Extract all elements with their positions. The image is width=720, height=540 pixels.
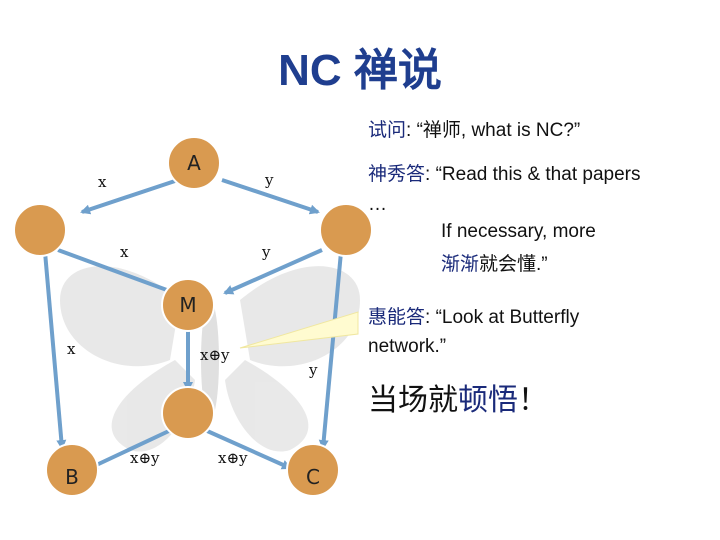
edge-label-left-down: x [67, 340, 76, 358]
edge-down-b [88, 428, 172, 470]
final-text-a: 当场就 [368, 384, 458, 417]
question-text: “禅师, what is NC?” [416, 120, 581, 141]
edge-label-xy-center: x⊕y [200, 346, 230, 364]
huineng-text-1: “Look at Butterfly [435, 307, 580, 328]
node-b-label: B [65, 465, 79, 489]
shenxiu-line-3: If necessary, more [441, 221, 596, 242]
edge-label-mid-right: y [261, 243, 271, 261]
edge-label-xy-b: x⊕y [130, 449, 160, 467]
edge-label-mid-left: x [120, 243, 129, 261]
shenxiu-speaker: 神秀答 [368, 164, 426, 185]
node-m [161, 278, 215, 332]
edge-label-a-right: y [264, 171, 274, 189]
shenxiu-text-1: “Read this & that papers [435, 164, 641, 185]
edge-left-b [43, 251, 67, 450]
edge-a-left [80, 178, 179, 215]
node-right [319, 203, 373, 257]
question-line: 试问: “禅师, what is NC?” [368, 120, 581, 141]
shenxiu-gradual: 渐渐 [441, 254, 480, 275]
final-exclamation: ！ [518, 384, 548, 417]
callout-pointer [239, 311, 359, 349]
butterfly-watermark [60, 266, 360, 452]
huineng-line-2: network.” [368, 336, 447, 357]
node-a-label: A [187, 151, 201, 175]
node-b [45, 443, 99, 497]
node-m-label: M [179, 293, 196, 317]
shenxiu-line-1: 神秀答: “Read this & that papers [368, 164, 641, 185]
huineng-speaker: 惠能答 [368, 307, 426, 328]
edge-right-m [223, 248, 323, 295]
node-left [13, 203, 67, 257]
edge-label-right-down: y [308, 361, 318, 379]
edge-left-m [57, 248, 177, 295]
shenxiu-line-4: 渐渐就会懂.” [441, 250, 548, 279]
edge-right-c [318, 251, 343, 450]
final-line: 当场就顿悟！ [368, 384, 548, 417]
shenxiu-text-4: 就会懂.” [479, 254, 548, 275]
edge-down-c [204, 428, 292, 470]
edge-a-right [221, 178, 320, 215]
node-lower [161, 386, 215, 440]
huineng-line-1: 惠能答: “Look at Butterfly [368, 307, 580, 328]
edge-label-a-left: x [98, 173, 107, 191]
node-c-label: C [306, 465, 320, 489]
final-enlightenment: 顿悟 [458, 384, 518, 417]
edge-label-xy-c: x⊕y [218, 449, 248, 467]
question-speaker: 试问 [368, 120, 407, 141]
node-c [286, 443, 340, 497]
shenxiu-line-2: … [368, 194, 387, 215]
slide-title: NC 禅说 [278, 46, 442, 95]
node-a [167, 136, 221, 190]
